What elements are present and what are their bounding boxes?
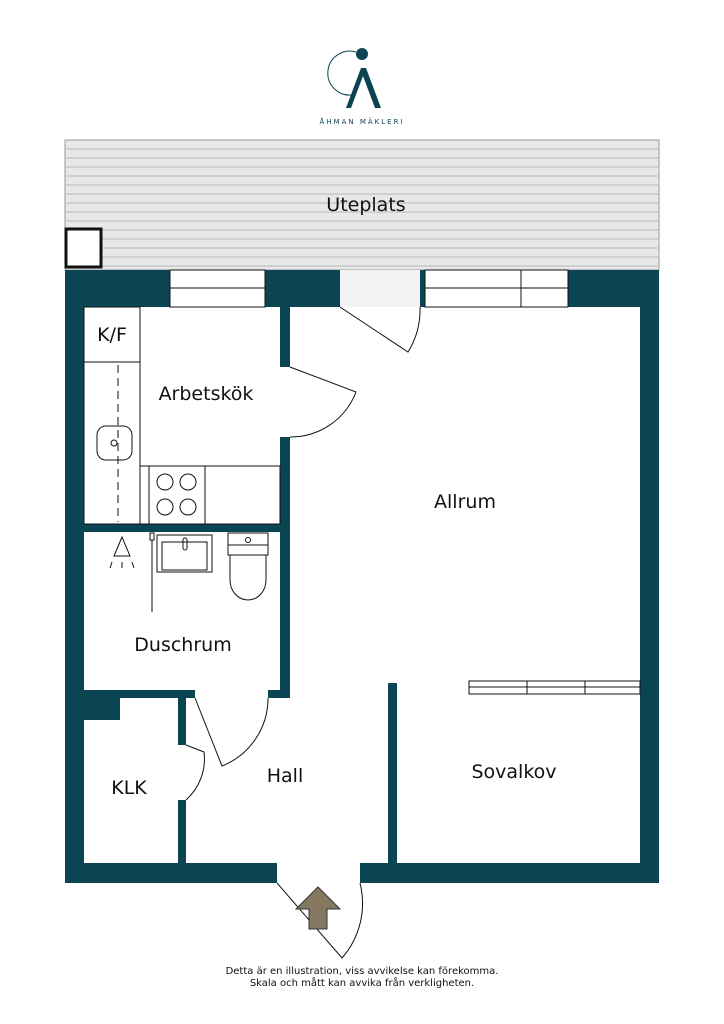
stove-icon: [148, 465, 206, 525]
patio-box: [64, 227, 103, 269]
room-label-allrum: Allrum: [434, 491, 496, 513]
disclaimer-line-2: Skala och mått kan avvika från verklighe…: [249, 978, 475, 989]
alcove-wall: [388, 683, 397, 863]
room-label-uteplats: Uteplats: [326, 194, 405, 216]
brand-logo: ÅHMAN MÄKLERI: [319, 48, 404, 126]
room-label-sovalkov: Sovalkov: [471, 761, 556, 783]
disclaimer-line-1: Detta är en illustration, viss avvikelse…: [225, 966, 499, 977]
room-label-kf: K/F: [97, 324, 127, 346]
doors: [185, 306, 421, 959]
entrance-arrow-icon: [294, 886, 342, 930]
window: [169, 269, 266, 308]
room-label-klk: KLK: [111, 777, 147, 799]
brand-name: ÅHMAN MÄKLERI: [319, 117, 404, 126]
room-floors: [84, 270, 640, 883]
bath-fixtures: [109, 532, 269, 612]
disclaimer: Detta är en illustration, viss avvikelse…: [0, 966, 724, 990]
window: [424, 269, 569, 308]
room-label-arbetskok: Arbetskök: [159, 383, 254, 405]
washbasin-icon: [156, 534, 213, 573]
sink-icon: [96, 425, 133, 461]
shower-icon: [109, 535, 135, 569]
room-label-duschrum: Duschrum: [134, 634, 231, 656]
wardrobe: [468, 680, 641, 695]
patio: Uteplats: [64, 139, 660, 271]
toilet-icon: [227, 532, 269, 601]
kitchen-fixtures: [83, 306, 281, 525]
room-label-hall: Hall: [267, 765, 304, 787]
